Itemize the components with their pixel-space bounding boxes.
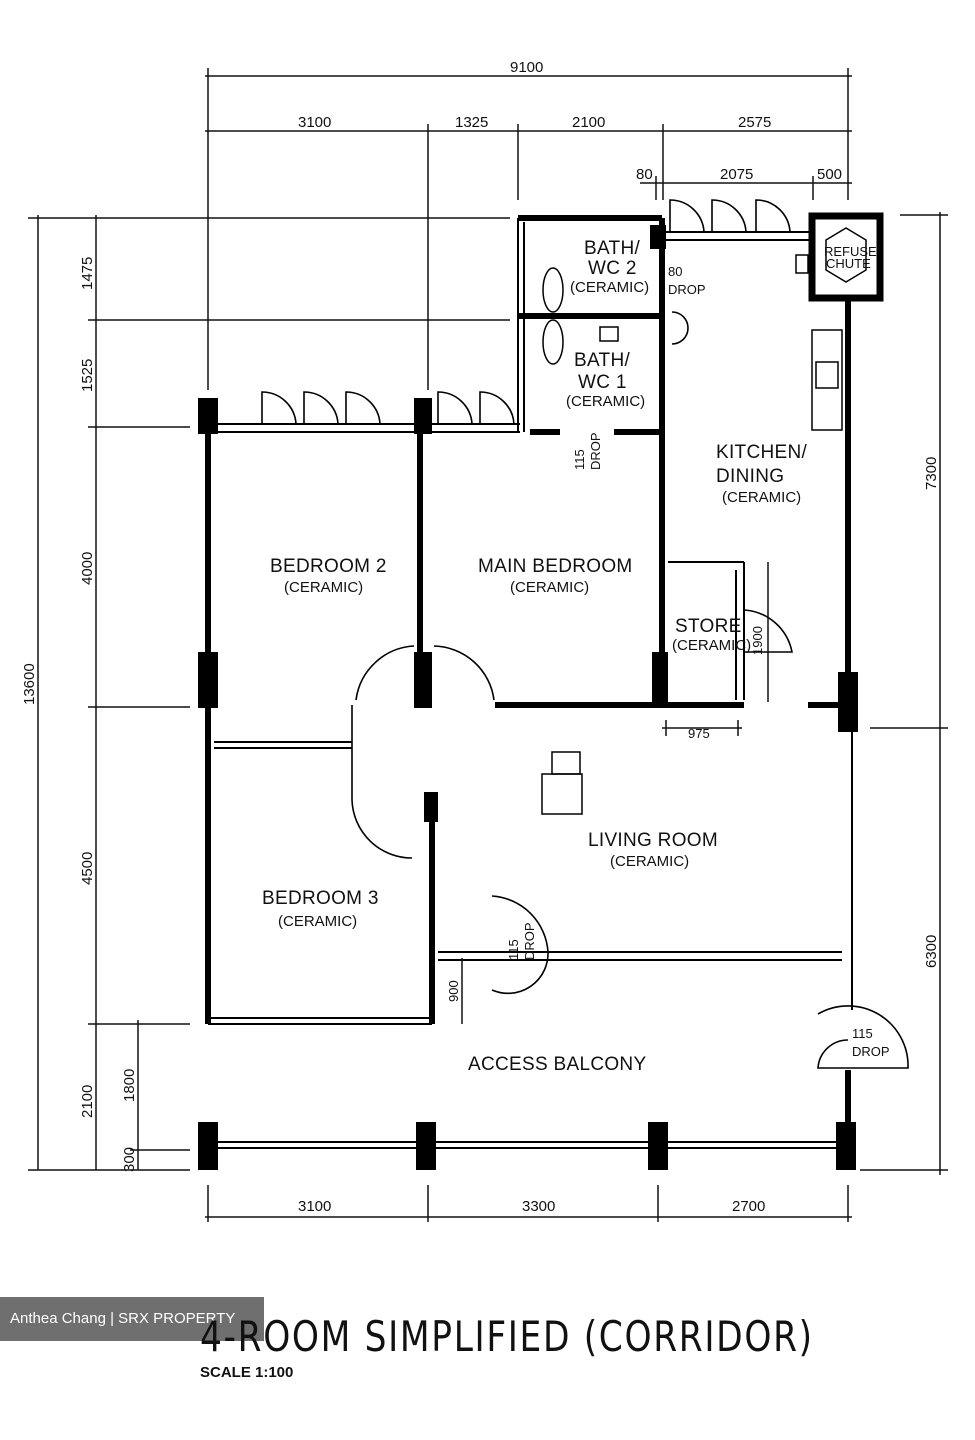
dim-top-g: 500 [817, 166, 842, 183]
bedroom3-label-b: (CERAMIC) [278, 913, 357, 930]
dim-left-3: 4000 [79, 552, 96, 585]
plan-scale: SCALE 1:100 [200, 1364, 294, 1381]
plan-title: 4-ROOM SIMPLIFIED (CORRIDOR) [200, 1312, 814, 1361]
dim-store-width: 975 [688, 726, 710, 741]
bath2-label-c: (CERAMIC) [570, 279, 649, 296]
dim-left-6: 1800 [121, 1069, 138, 1102]
top-dimensions: 9100 3100 1325 2100 2575 80 2075 500 [205, 59, 852, 390]
doors [261, 199, 909, 1069]
balcony-label: ACCESS BALCONY [468, 1054, 646, 1075]
bath1-label-b: WC 1 [578, 372, 627, 393]
dim-top-c: 2100 [572, 114, 605, 131]
dim-top-total: 9100 [510, 59, 543, 76]
dim-top-e: 80 [636, 166, 653, 183]
room-labels: BATH/ WC 2 (CERAMIC) BATH/ WC 1 (CERAMIC… [262, 238, 807, 1075]
bedroom2-label-a: BEDROOM 2 [270, 556, 387, 577]
dim-store-depth: 1900 [750, 626, 765, 655]
drop-115a-label: DROP [588, 432, 603, 470]
drop-80-value: 80 [668, 264, 682, 279]
dim-top-d: 2575 [738, 114, 771, 131]
drop-80-label: DROP [668, 282, 706, 297]
drop-labels: 80 DROP 115 DROP 115 DROP 115 DROP [506, 264, 890, 1059]
bath1-label-a: BATH/ [574, 350, 630, 371]
bedroom2-label-b: (CERAMIC) [284, 579, 363, 596]
dim-balcony-step: 900 [446, 980, 461, 1002]
bath1-label-c: (CERAMIC) [566, 393, 645, 410]
store-label-a: STORE [675, 616, 742, 637]
inner-dimensions: 975 1900 900 [446, 562, 769, 1024]
kitchen-label-a: KITCHEN/ [716, 442, 807, 463]
kitchen-label-b: DINING [716, 466, 784, 487]
refuse-label-b: CHUTE [826, 256, 871, 271]
store-label-b: (CERAMIC) [672, 637, 751, 654]
living-label-a: LIVING ROOM [588, 830, 718, 851]
dim-right-2: 6300 [923, 935, 940, 968]
drop-115c-value: 115 [852, 1026, 873, 1041]
main-bedroom-label-b: (CERAMIC) [510, 579, 589, 596]
right-dimensions: 7300 6300 [860, 212, 948, 1175]
refuse-label-a: REFUSE [824, 244, 877, 259]
main-bedroom-label-a: MAIN BEDROOM [478, 556, 633, 577]
dim-bottom-c: 2700 [732, 1198, 765, 1215]
drop-115a-value: 115 [572, 449, 587, 470]
dim-left-5: 2100 [79, 1085, 96, 1118]
dim-top-b: 1325 [455, 114, 488, 131]
dim-left-7: 300 [121, 1147, 138, 1172]
dim-left-2: 1525 [79, 359, 96, 392]
drop-115b-label: DROP [522, 922, 537, 960]
dim-bottom-b: 3300 [522, 1198, 555, 1215]
walls: REFUSE CHUTE [198, 212, 884, 1170]
bottom-dimensions: 3100 3300 2700 [205, 1185, 852, 1222]
drop-115c-label: DROP [852, 1044, 890, 1059]
dim-bottom-a: 3100 [298, 1198, 331, 1215]
kitchen-label-c: (CERAMIC) [722, 489, 801, 506]
left-dimensions: 1475 1525 4000 4500 2100 1800 300 13600 [21, 215, 510, 1172]
dim-left-4: 4500 [79, 852, 96, 885]
bedroom3-label-a: BEDROOM 3 [262, 888, 379, 909]
dim-left-total: 13600 [21, 663, 38, 705]
bath2-label-a: BATH/ [584, 238, 640, 259]
dim-top-f: 2075 [720, 166, 753, 183]
watermark-banner: Anthea Chang | SRX PROPERTY [0, 1297, 264, 1341]
dim-top-a: 3100 [298, 114, 331, 131]
bath2-label-b: WC 2 [588, 258, 637, 279]
drop-115b-value: 115 [506, 939, 521, 960]
dim-right-1: 7300 [923, 457, 940, 490]
living-label-b: (CERAMIC) [610, 853, 689, 870]
dim-left-1: 1475 [79, 257, 96, 290]
